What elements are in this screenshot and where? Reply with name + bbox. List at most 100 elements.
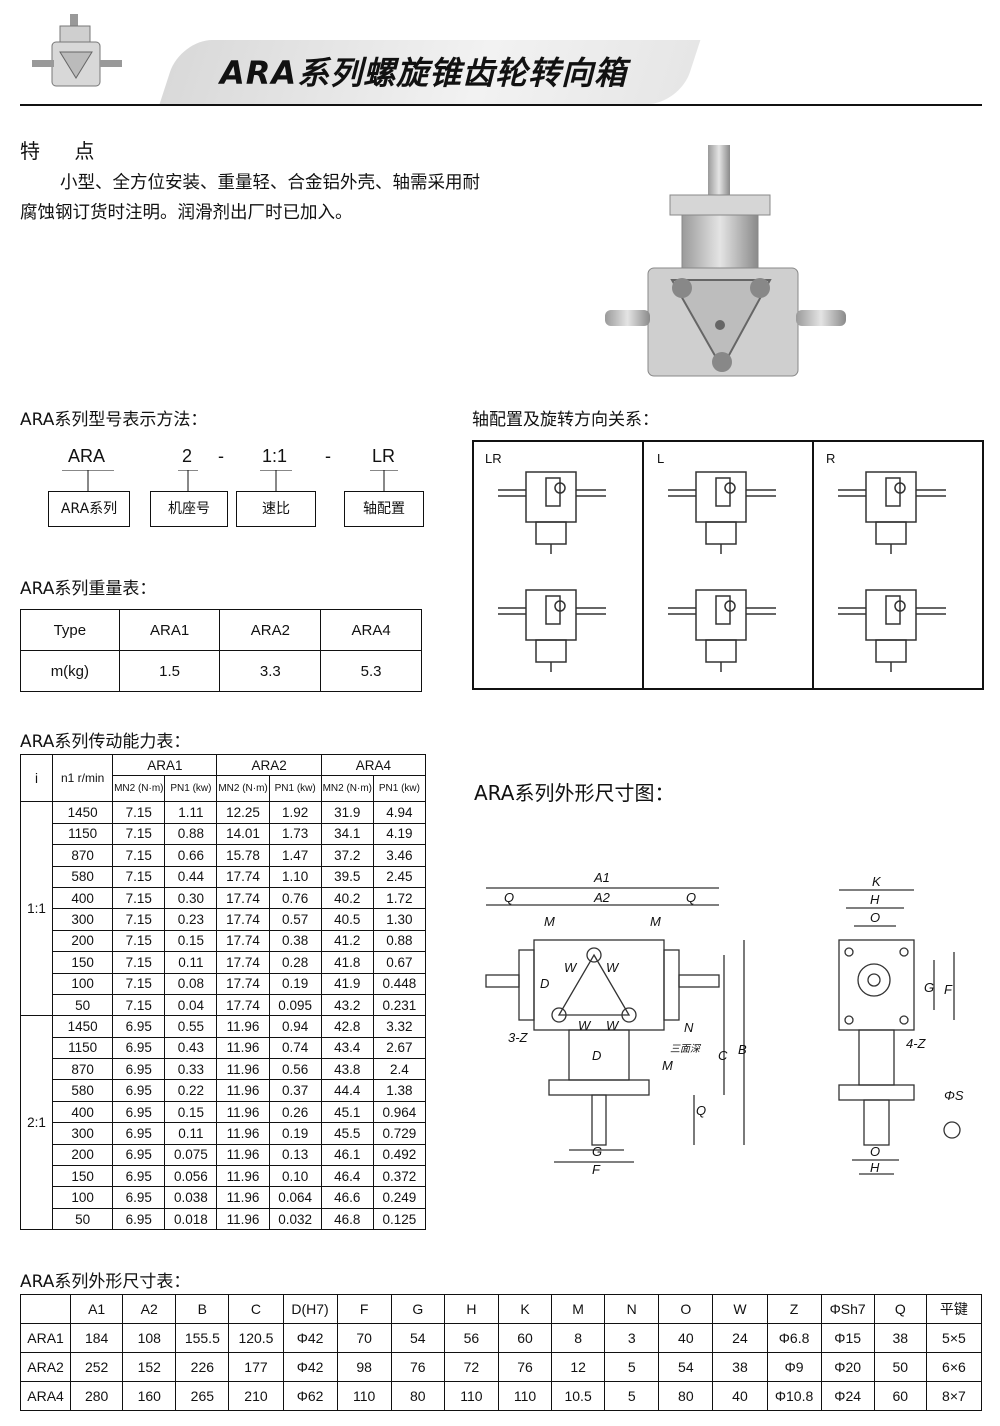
dims-cell: Φ6.8 <box>766 1323 822 1353</box>
power-cell: 870 <box>52 844 114 867</box>
power-cell: 11.96 <box>216 1122 270 1145</box>
power-cell: 0.38 <box>268 929 322 953</box>
power-cell: 43.4 <box>320 1036 374 1060</box>
dims-cell: 56 <box>443 1323 499 1353</box>
power-cell: 0.729 <box>372 1122 427 1145</box>
power-cell: 1450 <box>52 801 114 824</box>
dims-cell: 80 <box>658 1381 714 1411</box>
model-box-config: 轴配置 <box>344 491 424 527</box>
weight-cell: m(kg) <box>20 650 120 692</box>
dims-cell: Φ20 <box>820 1352 875 1382</box>
model-box-size: 机座号 <box>150 491 228 527</box>
dims-cell: ARA2 <box>19 1352 72 1382</box>
dims-cell: 24 <box>712 1323 768 1353</box>
dims-header-cell: C <box>228 1294 284 1324</box>
power-cell: 0.10 <box>268 1165 322 1188</box>
dims-cell: 54 <box>390 1323 445 1353</box>
power-cell: 150 <box>52 1165 114 1188</box>
power-cell: 17.74 <box>216 993 270 1017</box>
dims-cell: 210 <box>228 1381 284 1411</box>
dim-label-phi-s: ΦS <box>944 1088 964 1103</box>
outline-dimension-labels: A1 A2 Q Q M M W W W W D N 3-Z 三面深 D M C … <box>504 870 964 1177</box>
power-cell: 150 <box>52 951 114 974</box>
power-cell: 0.88 <box>164 822 218 846</box>
power-cell: 7.15 <box>112 951 166 974</box>
power-cell: 7.15 <box>112 993 166 1017</box>
power-cell: 14.01 <box>216 822 270 846</box>
power-cell: 46.8 <box>320 1207 374 1231</box>
dims-header-cell: A1 <box>70 1294 124 1324</box>
dims-cell: 76 <box>390 1352 445 1382</box>
dims-header-cell: Q <box>873 1294 927 1324</box>
dims-header-cell <box>19 1294 72 1324</box>
page-title: ARA系列螺旋锥齿轮转向箱 <box>220 54 628 92</box>
power-cell: 0.23 <box>164 908 218 931</box>
power-cell: 0.492 <box>372 1143 427 1167</box>
power-cell: 7.15 <box>112 972 166 995</box>
dims-header-cell: Z <box>766 1294 822 1324</box>
weight-heading: ARA系列重量表： <box>20 579 157 599</box>
dim-label-g: G <box>924 980 934 995</box>
power-cell: 0.372 <box>372 1165 427 1188</box>
power-cell: 200 <box>52 1143 114 1167</box>
dim-label-k: K <box>872 874 882 889</box>
power-cell: 3.32 <box>372 1015 427 1038</box>
model-heading: ARA系列型号表示方法： <box>20 410 208 430</box>
dim-label-g: G <box>592 1144 602 1159</box>
power-cell: 0.249 <box>372 1186 427 1209</box>
weight-cell: 5.3 <box>320 650 422 692</box>
power-cell: 870 <box>52 1058 114 1081</box>
dim-label-3z: 3-Z <box>508 1030 529 1045</box>
power-cell: 1.72 <box>372 886 427 910</box>
dims-cell: Φ24 <box>820 1381 875 1411</box>
dims-cell: Φ10.8 <box>766 1381 822 1411</box>
power-cell: 1.11 <box>164 801 218 824</box>
header-product-thumbnail <box>30 12 125 94</box>
power-cell: 7.15 <box>112 801 166 824</box>
table-row: i n1 r/min ARA1 ARA2 ARA4 <box>19 753 427 803</box>
dims-cell: 155.5 <box>175 1323 230 1353</box>
power-cell: 580 <box>52 1079 114 1102</box>
power-cell: 1150 <box>52 1036 114 1060</box>
dims-cell: 108 <box>122 1323 177 1353</box>
power-cell: 46.1 <box>320 1143 374 1167</box>
dims-cell: 60 <box>873 1381 927 1411</box>
power-cell: 0.55 <box>164 1015 218 1038</box>
power-cell: 11.96 <box>216 1079 270 1102</box>
model-connectors <box>0 469 440 504</box>
dims-header-cell: N <box>604 1294 660 1324</box>
dim-label-m: M <box>650 914 661 929</box>
dims-cell: 76 <box>497 1352 553 1382</box>
power-sub-mn2: MN2 (N·m) <box>216 775 270 803</box>
power-cell: 100 <box>52 1186 114 1209</box>
power-cell: 0.032 <box>268 1207 322 1231</box>
power-cell: 580 <box>52 865 114 888</box>
dims-header-cell: G <box>390 1294 445 1324</box>
power-cell: 0.19 <box>268 972 322 995</box>
header-rule <box>20 104 982 106</box>
power-cell: 2.67 <box>372 1036 427 1060</box>
dims-header-cell: K <box>497 1294 553 1324</box>
power-cell: 11.96 <box>216 1058 270 1081</box>
dims-cell: 60 <box>497 1323 553 1353</box>
dim-label-a1: A1 <box>593 870 610 885</box>
dim-label-w: W <box>578 1018 592 1033</box>
shaft-label-lr: LR <box>485 451 502 466</box>
power-cell: 1.92 <box>268 801 322 824</box>
dims-cell: 70 <box>336 1323 392 1353</box>
dims-header-cell: W <box>712 1294 768 1324</box>
power-cell: 6.95 <box>112 1122 166 1145</box>
power-cell: 0.13 <box>268 1143 322 1167</box>
power-cell: 31.9 <box>320 801 374 824</box>
power-cell: 11.96 <box>216 1186 270 1209</box>
power-cell: 45.1 <box>320 1100 374 1124</box>
power-cell: 0.095 <box>268 993 322 1017</box>
dims-cell: 54 <box>658 1352 714 1382</box>
